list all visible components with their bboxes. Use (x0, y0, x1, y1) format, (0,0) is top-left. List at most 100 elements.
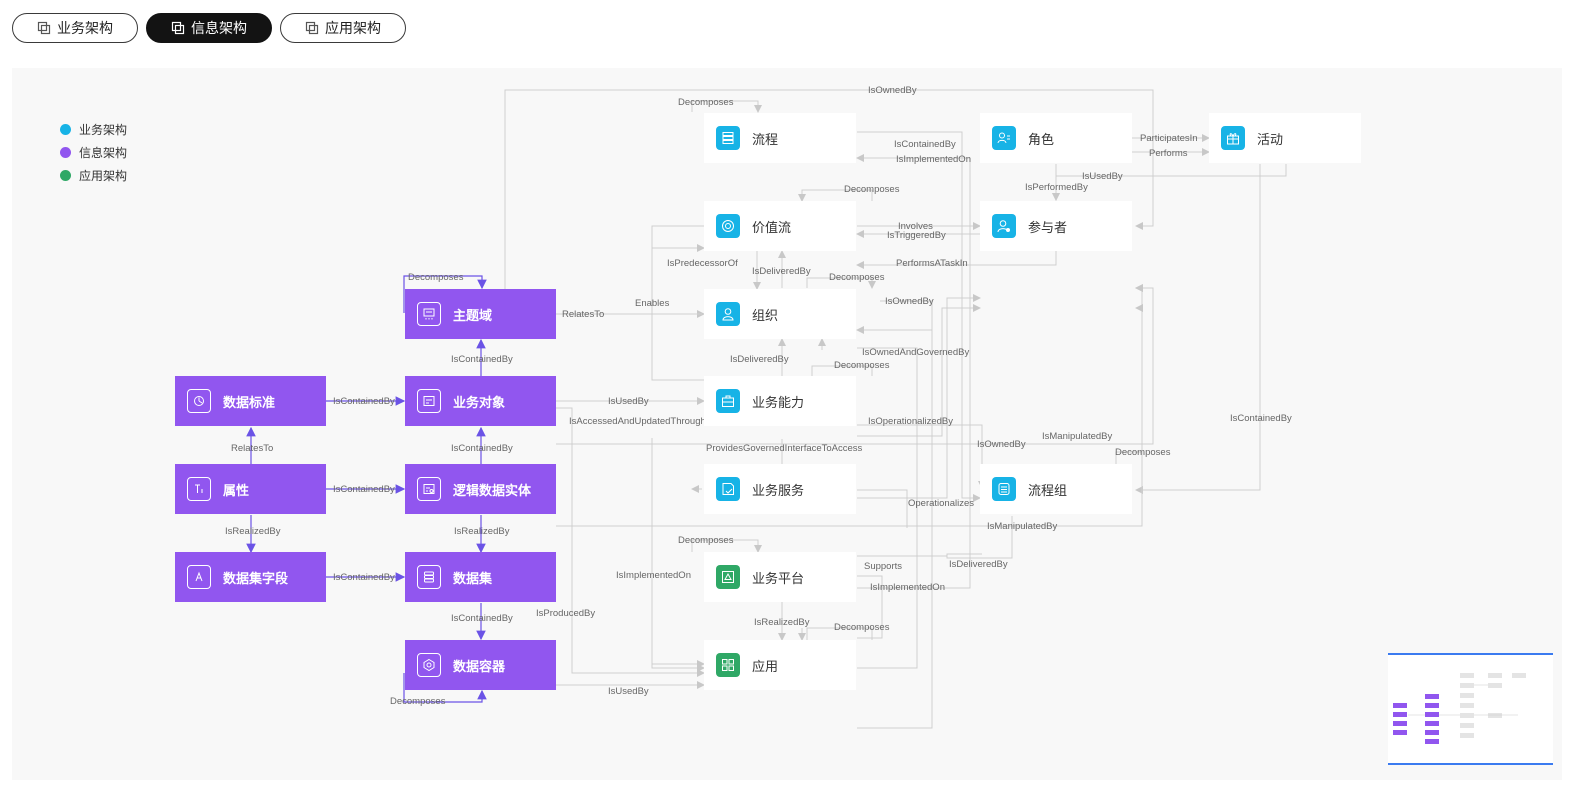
node-label: 组织 (752, 307, 779, 323)
edge-label: IsDeliveredBy (752, 266, 811, 277)
node-liucheng[interactable]: 流程 (704, 113, 856, 163)
node-label: 角色 (1028, 131, 1055, 147)
node-label: 属性 (223, 482, 250, 498)
node-shujujiziduan[interactable]: 数据集字段 (175, 552, 326, 602)
edge-label: IsImplementedOn (616, 570, 691, 581)
edge-label: IsAccessedAndUpdatedThrough (569, 416, 706, 427)
edge-label: ProvidesGovernedInterfaceToAccess (706, 443, 863, 454)
node-label: 业务能力 (752, 394, 805, 410)
edge-label: IsOperationalizedBy (868, 416, 953, 427)
copy-icon (305, 21, 319, 35)
node-liuchengzu[interactable]: 流程组 (980, 464, 1132, 514)
node-shuxing[interactable]: 属性 (175, 464, 326, 514)
tab-information-architecture[interactable]: 信息架构 (146, 13, 272, 43)
edge-label: RelatesTo (231, 443, 273, 454)
legend: 业务架构 信息架构 应用架构 (60, 118, 127, 187)
edge-label: IsContainedBy (333, 396, 395, 407)
edge-label: IsRealizedBy (454, 526, 510, 537)
legend-dot (60, 147, 71, 158)
edge-label: Performs (1149, 148, 1188, 159)
gift-icon (1221, 126, 1245, 150)
edge-label: IsTriggeredBy (887, 230, 946, 241)
edge-label: IsManipulatedBy (987, 521, 1057, 532)
edge-label: ParticipatesIn (1140, 133, 1198, 144)
minimap[interactable] (1388, 653, 1553, 765)
legend-item-information: 信息架构 (60, 141, 127, 164)
edge-label: IsContainedBy (1230, 413, 1292, 424)
copy-icon (171, 21, 185, 35)
edge-label: Decomposes (678, 97, 734, 108)
edge-label: Operationalizes (908, 498, 974, 509)
node-yewufuwu[interactable]: 业务服务 (704, 464, 856, 514)
tab-label: 业务架构 (57, 20, 113, 36)
dataset-field-icon (187, 565, 211, 589)
edge-label: IsImplementedOn (870, 582, 945, 593)
edge-label: IsUsedBy (608, 396, 649, 407)
node-label: 数据容器 (453, 658, 506, 674)
edge-label: Involves (898, 221, 933, 232)
node-canyuzhe[interactable]: 参与者 (980, 201, 1132, 251)
node-jiazhiliu[interactable]: 价值流 (704, 201, 856, 251)
node-zhutiyu[interactable]: 主题域 (405, 289, 556, 339)
node-label: 流程 (752, 131, 779, 147)
node-luojishujushiti[interactable]: 逻辑数据实体 (405, 464, 556, 514)
edge-label: IsDeliveredBy (730, 354, 789, 365)
node-label: 价值流 (752, 219, 792, 235)
copy-icon (37, 21, 51, 35)
minimap-preview (1393, 673, 1526, 744)
edge-label: Decomposes (390, 696, 446, 707)
edge-label: IsContainedBy (333, 484, 395, 495)
process-icon (716, 126, 740, 150)
edge-label: Decomposes (678, 535, 734, 546)
edges-layer: IsOwnedBy Decomposes IsContainedBy IsImp… (225, 85, 1292, 729)
participant-icon (992, 214, 1016, 238)
node-shujurongqi[interactable]: 数据容器 (405, 640, 556, 690)
data-container-icon (417, 653, 441, 677)
legend-item-application: 应用架构 (60, 164, 127, 187)
attribute-icon (187, 477, 211, 501)
node-yingyong[interactable]: 应用 (704, 640, 856, 690)
tab-application-architecture[interactable]: 应用架构 (280, 13, 406, 43)
edge-label: Supports (864, 561, 902, 572)
subject-area-icon (417, 302, 441, 326)
process-group-icon (992, 477, 1016, 501)
node-label: 业务对象 (453, 394, 506, 410)
edge-label: IsPredecessorOf (667, 258, 738, 269)
edge-label: IsDeliveredBy (949, 559, 1008, 570)
legend-label: 业务架构 (79, 123, 128, 137)
node-huodong[interactable]: 活动 (1209, 113, 1361, 163)
node-label: 应用 (752, 658, 779, 674)
node-zuzhi[interactable]: 组织 (704, 289, 856, 339)
legend-item-business: 业务架构 (60, 118, 127, 141)
edge-label: IsRealizedBy (225, 526, 281, 537)
edge-label: Decomposes (408, 272, 464, 283)
edge-label: RelatesTo (562, 309, 604, 320)
edge-label: IsManipulatedBy (1042, 431, 1112, 442)
edge-label: Decomposes (844, 184, 900, 195)
legend-dot (60, 170, 71, 181)
node-shujuji[interactable]: 数据集 (405, 552, 556, 602)
diagram-canvas[interactable]: 业务架构 信息架构 应用架构 (12, 68, 1562, 780)
node-label: 数据集 (453, 570, 493, 586)
tab-label: 信息架构 (191, 20, 247, 36)
node-label: 参与者 (1028, 219, 1068, 235)
tab-label: 应用架构 (325, 20, 381, 36)
node-label: 数据集字段 (223, 570, 289, 586)
node-label: 流程组 (1028, 482, 1068, 498)
node-shujubiaozhun[interactable]: 数据标准 (175, 376, 326, 426)
edge-label: Decomposes (829, 272, 885, 283)
application-icon (716, 653, 740, 677)
edge-label: IsOwnedBy (868, 85, 917, 96)
edge-label: IsContainedBy (451, 354, 513, 365)
edge-label: IsContainedBy (451, 443, 513, 454)
node-yewunengli[interactable]: 业务能力 (704, 376, 856, 426)
tab-business-architecture[interactable]: 业务架构 (12, 13, 138, 43)
node-label: 数据标准 (223, 394, 276, 410)
node-yewuduixiang[interactable]: 业务对象 (405, 376, 556, 426)
business-object-icon (417, 389, 441, 413)
node-label: 业务服务 (752, 482, 805, 498)
edge-label: IsUsedBy (1082, 171, 1123, 182)
node-juese[interactable]: 角色 (980, 113, 1132, 163)
node-yewupingtai[interactable]: 业务平台 (704, 552, 856, 602)
edge-label: IsContainedBy (894, 139, 956, 150)
